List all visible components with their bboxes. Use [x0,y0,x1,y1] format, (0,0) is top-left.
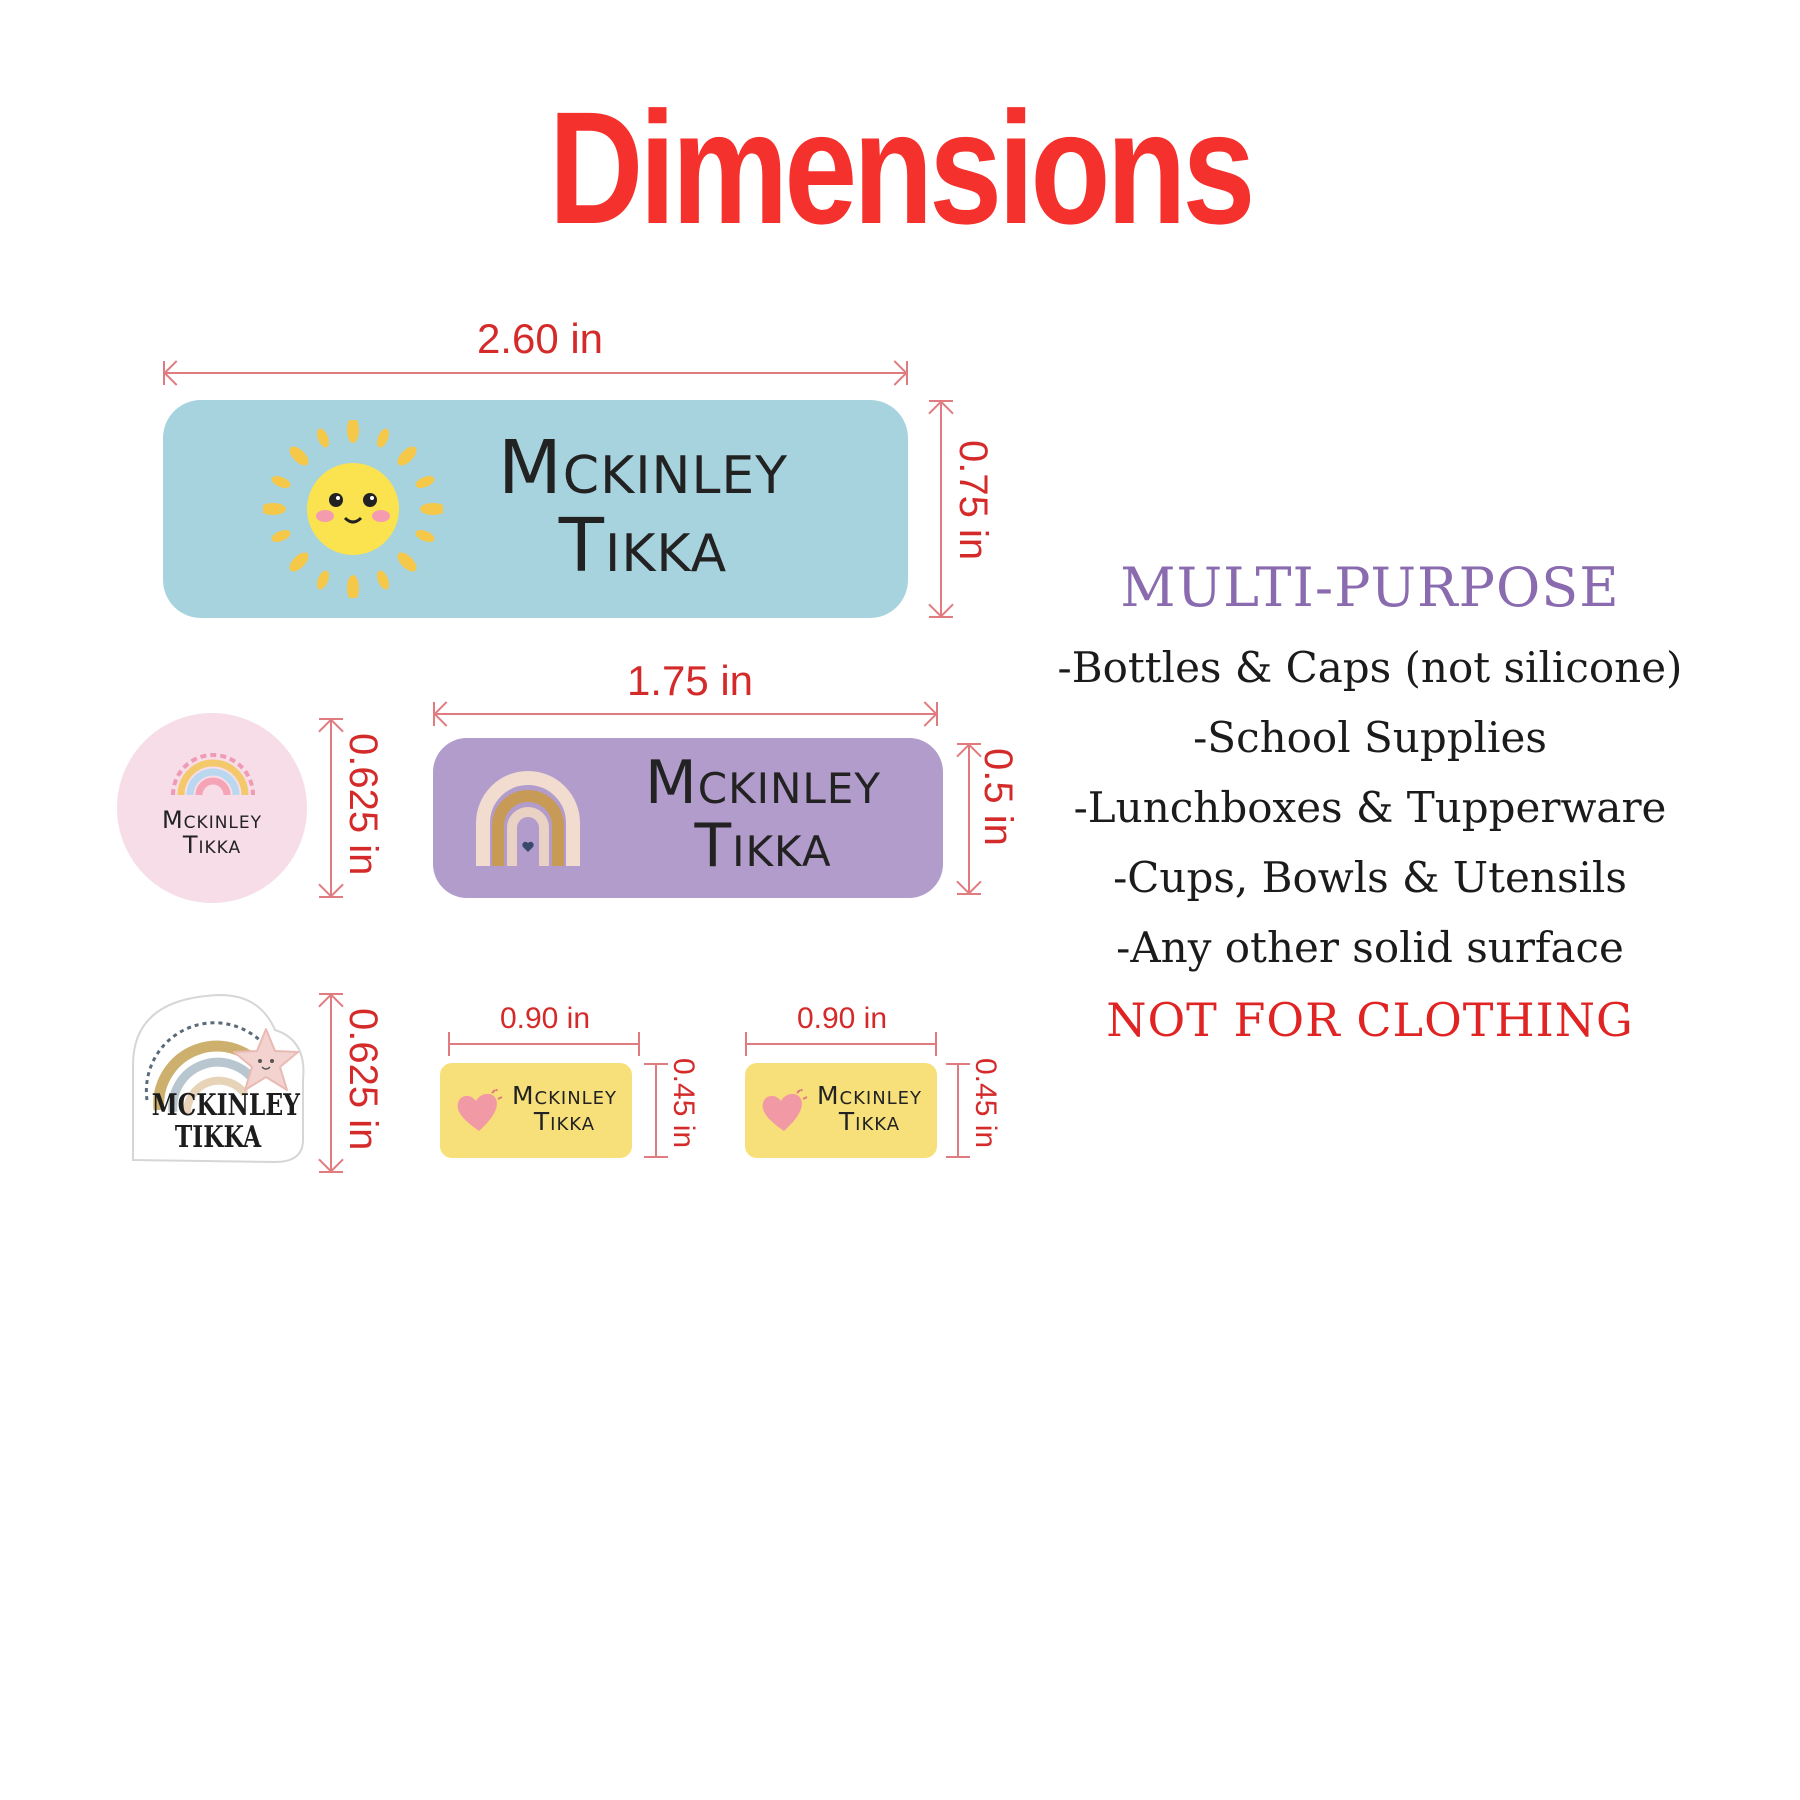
sun-icon [263,420,443,598]
feature-item-3: -Lunchboxes & Tupperware [1073,783,1667,832]
first-name: Mckinley [816,1081,923,1110]
medium-height-dimension [956,743,982,895]
page-title: Dimensions [548,78,1256,257]
small-label-2-name: Mckinley Tikka [807,1081,932,1137]
round-height-dimension [318,718,344,898]
last-name: TIKKA [174,1120,262,1155]
last-name: Tikka [838,1107,901,1137]
shape-height-label: 0.625 in [341,1008,385,1151]
small-label-1: Mckinley Tikka [440,1063,632,1158]
small2-width-dimension [745,1032,937,1056]
large-label-name: Mckinley Tikka [463,425,823,589]
medium-label: Mckinley Tikka [433,738,943,898]
rainbow-icon [171,753,255,796]
medium-width-dimension [433,701,938,727]
large-label: Mckinley Tikka [163,400,908,618]
small2-height-dimension [946,1063,970,1158]
feature-item-2: -School Supplies [1193,713,1547,762]
small1-width-dimension [448,1032,640,1056]
small1-height-label: 0.45 in [667,1058,700,1149]
feature-item-1: -Bottles & Caps (not silicone) [1057,643,1683,692]
feature-item-5: -Any other solid surface [1116,923,1624,972]
shape-height-dimension [318,993,344,1173]
first-name: Mckinley [161,806,263,834]
medium-width-label: 1.75 in [626,657,754,704]
heart-icon [762,1089,808,1131]
small2-width-label: 0.90 in [796,1002,888,1035]
first-name: Mckinley [511,1081,618,1110]
medium-label-name: Mckinley Tikka [603,752,923,878]
star-icon [233,1028,299,1091]
first-name: MCKINLEY [151,1088,300,1123]
warning-text: NOT FOR CLOTHING [1106,993,1634,1047]
large-width-label: 2.60 in [476,315,604,362]
last-name: Tikka [533,1107,596,1137]
large-height-dimension [928,400,954,618]
last-name: Tikka [558,502,728,589]
round-label-name: Mckinley Tikka [127,806,297,860]
round-label: Mckinley Tikka [117,713,307,903]
small1-width-label: 0.90 in [499,1002,591,1035]
large-width-dimension [163,360,908,386]
round-height-label: 0.625 in [341,733,385,876]
small1-height-dimension [644,1063,668,1158]
shaped-label-name: MCKINLEY TIKKA [151,1088,300,1155]
features-heading: MULTI-PURPOSE [1120,556,1620,619]
small-label-1-name: Mckinley Tikka [502,1081,627,1137]
small2-height-label: 0.45 in [969,1058,1002,1149]
first-name: Mckinley [644,748,882,818]
shaped-label: MCKINLEY TIKKA [125,990,310,1168]
first-name: Mckinley [497,425,789,511]
small-label-2: Mckinley Tikka [745,1063,937,1158]
last-name: Tikka [694,811,832,881]
rainbow-icon [476,771,580,866]
feature-item-4: -Cups, Bowls & Utensils [1113,853,1627,902]
large-height-label: 0.75 in [951,440,995,561]
last-name: Tikka [182,831,242,860]
heart-icon [457,1089,503,1131]
